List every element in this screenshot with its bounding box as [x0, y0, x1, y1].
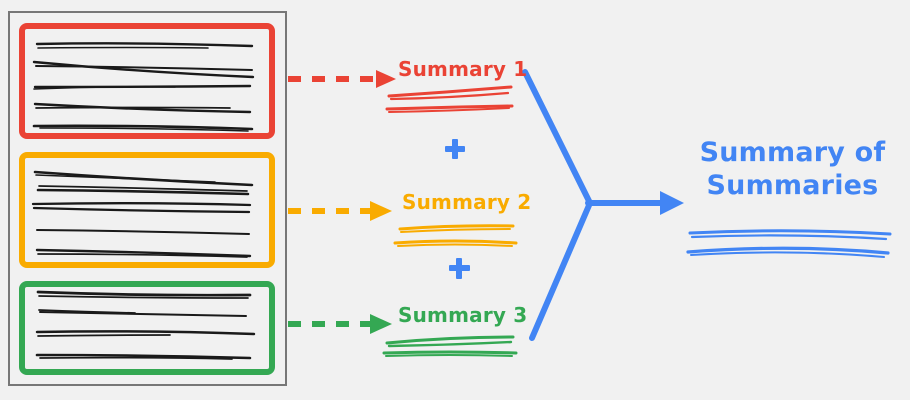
chunk-green-border — [19, 281, 275, 375]
document-chunk-orange[interactable] — [19, 152, 275, 268]
merge-arrowhead — [660, 191, 684, 215]
document-chunk-red[interactable] — [19, 23, 275, 139]
arrow-chunk-green-to-summary-3 — [288, 314, 392, 334]
summary-3-underline — [382, 335, 518, 357]
merge-branch-bottom — [529, 200, 593, 341]
chunk-green-text-lines — [35, 290, 256, 360]
summary-1-underline — [385, 85, 514, 113]
plus-operator-2 — [449, 258, 470, 279]
chunk-orange-border — [19, 152, 275, 268]
final-summary-underline — [686, 229, 892, 258]
plus-operator-1 — [445, 139, 465, 159]
summary-2-underline — [393, 224, 518, 247]
merge-branch-top — [522, 69, 593, 206]
document-chunk-green[interactable] — [19, 281, 275, 375]
arrow-chunk-orange-to-summary-2 — [288, 201, 392, 221]
document-collection-frame — [8, 11, 287, 386]
chunk-orange-text-lines — [31, 170, 254, 258]
chunk-red-text-lines — [32, 42, 255, 132]
merge-connector — [522, 69, 665, 341]
chunk-red-border — [19, 23, 275, 139]
arrow-chunk-red-to-summary-1 — [288, 70, 396, 88]
